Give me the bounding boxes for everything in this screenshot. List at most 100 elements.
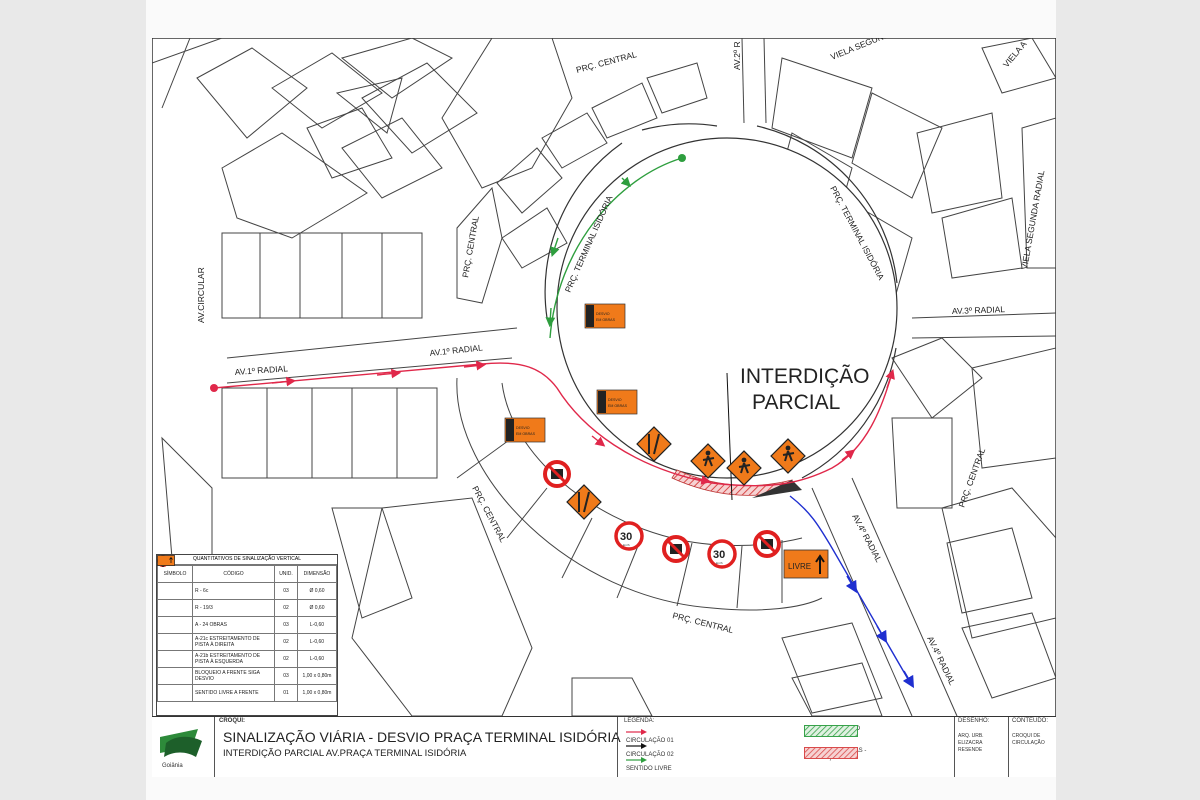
svg-text:EM OBRAS: EM OBRAS	[608, 404, 628, 408]
table-header-cell: SÍMBOLO	[157, 565, 193, 583]
table-cell-code: A - 24 OBRAS	[192, 616, 275, 634]
table-cell-code: R - 19/3	[192, 599, 275, 617]
diamond-narrow-left-symbol-icon	[157, 555, 193, 668]
table-cell-unit: 02	[274, 599, 298, 617]
city-blocks	[152, 38, 1056, 717]
table-cell-unit: 01	[274, 684, 298, 702]
table-cell-dim: Ø 0,60	[297, 599, 337, 617]
table-row: 30 R - 19/3 02 Ø 0,60	[157, 555, 337, 617]
prohibit-symbol-icon	[157, 555, 193, 600]
road-edges	[226, 38, 1056, 717]
table-cell-code: A-21c ESTREITAMENTO DE PISTA À DIREITA	[192, 633, 275, 651]
route-green-arrow	[620, 176, 631, 187]
legend-green-arrow-icon	[626, 757, 647, 763]
speed-symbol-icon: 30	[157, 555, 193, 617]
table-row: A-21b ESTREITAMENTO DE PISTA À ESQUERDA …	[157, 555, 337, 668]
route-green-arrow-2	[550, 237, 560, 257]
traffic-diagram-sheet: PRÇ. CENTRAL AV.2º R VIELA SEGUNDA RADIA…	[152, 38, 1056, 777]
table-header-cell: DIMENSÃO	[297, 565, 337, 583]
legend-item-sentido-livre: SENTIDO LIVRE	[626, 757, 672, 775]
label-av-2: AV.2º R	[732, 41, 742, 70]
route-red-arrow-7	[885, 369, 895, 389]
svg-text:Goiânia: Goiânia	[162, 763, 183, 769]
table-cell-unit: 02	[274, 633, 298, 651]
route-blue-arrow-3	[902, 670, 915, 689]
table-row: A - 24 OBRAS 03 L-0,60	[157, 555, 337, 634]
route-red-start	[210, 384, 218, 392]
detour-board: DESVIO EM OBRAS	[504, 417, 546, 443]
table-cell-unit: 02	[274, 650, 298, 668]
logo-cell: Goiânia	[152, 717, 214, 777]
legend-cell: LEGENDA: CIRCULAÇÃO 01 CIRCULAÇÃO 02 SEN…	[617, 717, 954, 777]
detour-board: DESVIO EM OBRAS	[596, 389, 638, 415]
callout-leader	[726, 372, 733, 501]
svg-text:DESVIO: DESVIO	[608, 398, 622, 402]
legend-item-circulacao-01: CIRCULAÇÃO 01	[626, 729, 674, 747]
table-cell-dim: 1,00 x 0,80m	[297, 667, 337, 685]
desenho-label: DESENHO:	[958, 718, 990, 724]
city-logo-icon: Goiânia	[160, 729, 202, 769]
quantity-table-grid: SÍMBOLO CÓDIGO UNID. DIMENSÃO R - 6c 03 …	[157, 555, 337, 702]
prohibit-sign-icon	[662, 535, 690, 563]
legend-label: LEGENDA:	[624, 718, 655, 724]
route-red-arrow-2	[376, 368, 402, 379]
route-red-arrow-5	[691, 475, 712, 485]
route-blue	[789, 495, 913, 687]
legend-green-hatch-icon	[804, 725, 858, 737]
table-cell-code: BLOQUEIO A FRENTE SIGA DESVIO	[192, 667, 275, 685]
desenho-cell: DESENHO: ARQ. URB. ELIZACRA RESENDE	[954, 717, 1008, 777]
table-row: R - 6c 03 Ø 0,60	[157, 555, 337, 600]
title-block: Goiânia CROQUI: SINALIZAÇÃO VIÁRIA - DES…	[152, 716, 1056, 777]
table-cell-code: R - 6c	[192, 582, 275, 600]
svg-text:30: 30	[713, 549, 725, 561]
roundabout-island	[556, 137, 898, 479]
quantity-table-title: QUANTITATIVOS DE SINALIZAÇÃO VERTICAL	[157, 555, 337, 565]
route-red-arrow-3	[463, 360, 487, 371]
diamond-worker-sign-icon	[726, 450, 762, 486]
table-row: BLOQUEIO A FRENTE SIGA DESVIO 03 1,00 x …	[157, 555, 337, 685]
label-av-circular: AV.CIRCULAR	[196, 267, 206, 323]
diamond-narrow-sign-icon	[566, 484, 602, 520]
svg-text:km/h: km/h	[623, 543, 630, 547]
table-cell-unit: 03	[274, 616, 298, 634]
label-av-3-radial: AV.3º RADIAL	[952, 304, 1006, 316]
legend-item-circulacao-02: CIRCULAÇÃO 02	[626, 743, 674, 761]
legend-black-arrow-icon	[626, 743, 647, 749]
svg-text:EM OBRAS: EM OBRAS	[596, 318, 616, 322]
title-cell: CROQUI: SINALIZAÇÃO VIÁRIA - DESVIO PRAÇ…	[214, 717, 621, 777]
croqui-label: CROQUI:	[219, 718, 245, 724]
table-cell-dim: Ø 0,60	[297, 582, 337, 600]
drawing-subtitle: INTERDIÇÃO PARCIAL AV.PRAÇA TERMINAL ISI…	[223, 748, 467, 759]
detour-board: DESVIO EM OBRAS	[584, 303, 626, 329]
livre-board-symbol-icon	[157, 555, 193, 702]
diamond-worker-sign-icon	[770, 438, 806, 474]
legend-red-hatch-icon	[804, 747, 858, 759]
legend-item-trecho-em-obras: TRECHO EM OBRAS - INTERDIÇÃO	[804, 747, 884, 762]
livre-board: LIVRE	[783, 549, 829, 579]
svg-text:EM OBRAS: EM OBRAS	[516, 432, 536, 436]
route-red-arrow-1	[271, 376, 297, 387]
route-red-arrow-6	[841, 449, 856, 461]
table-cell-unit: 03	[274, 667, 298, 685]
drawing-title: SINALIZAÇÃO VIÁRIA - DESVIO PRAÇA TERMIN…	[223, 729, 621, 745]
detour-board-symbol-icon	[157, 555, 193, 685]
interdiction-wedge	[752, 480, 802, 498]
diamond-narrow-right-symbol-icon	[157, 555, 193, 651]
route-blue-arrow-2	[875, 625, 888, 644]
conteudo-label: CONTEÚDO:	[1012, 718, 1048, 724]
conteudo-value: CROQUI DE CIRCULAÇÃO	[1012, 733, 1045, 746]
table-row: SENTIDO LIVRE A FRENTE 01 1,00 x 0,80m	[157, 555, 337, 702]
svg-text:LIVRE: LIVRE	[788, 562, 811, 571]
table-header-row: SÍMBOLO CÓDIGO UNID. DIMENSÃO	[157, 565, 337, 583]
table-cell-dim: L-0,60	[297, 633, 337, 651]
route-green-arrow-3	[545, 307, 556, 328]
legend-red-arrow-icon	[626, 729, 647, 735]
route-blue-arrow-1	[845, 575, 858, 594]
table-cell-dim: 1,00 x 0,80m	[297, 684, 337, 702]
svg-text:DESVIO: DESVIO	[516, 426, 530, 430]
table-header-cell: CÓDIGO	[192, 565, 275, 583]
route-green	[549, 157, 683, 339]
svg-text:DESVIO: DESVIO	[596, 312, 610, 316]
route-red-arrow-4	[591, 435, 606, 447]
